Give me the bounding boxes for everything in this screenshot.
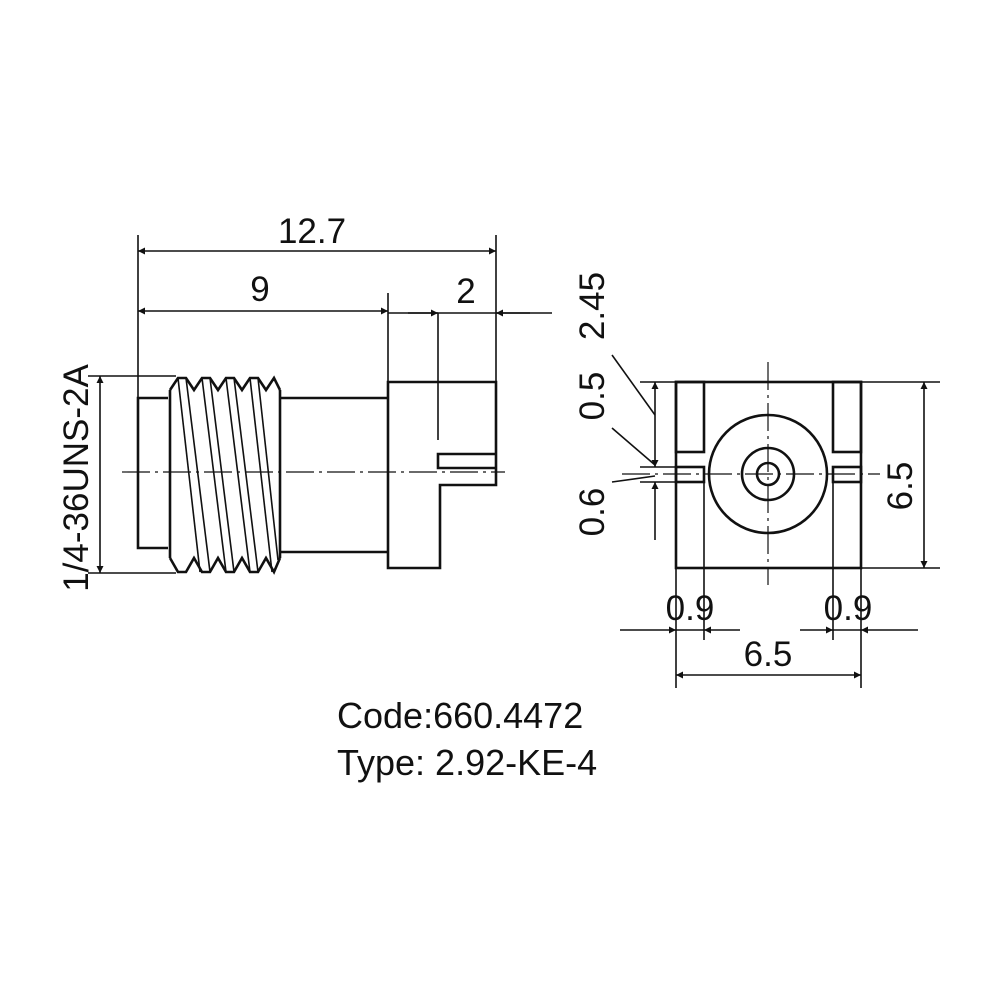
pin-top-right — [831, 380, 863, 454]
outer-conductor — [707, 413, 829, 535]
thread-section — [168, 375, 282, 575]
product-code: Code:660.4472 — [337, 695, 583, 736]
dim-06: 0.6 — [573, 488, 612, 537]
mount-flange — [386, 380, 498, 570]
dim-left-pin-width: 0.9 — [666, 589, 715, 628]
dim-right-pin-width: 0.9 — [824, 589, 873, 628]
pin-side-right — [831, 465, 863, 484]
connector-nose — [136, 396, 168, 550]
dim-body-length: 9 — [250, 270, 269, 309]
solder-pin-slot — [436, 452, 496, 470]
dim-width: 6.5 — [744, 635, 793, 674]
front-view: 6.5 6.5 0.9 0.9 2.45 0.5 0.6 — [573, 272, 940, 688]
dim-05: 0.5 — [573, 372, 612, 421]
product-type: Type: 2.92-KE-4 — [337, 742, 597, 783]
pin-side-left — [674, 465, 706, 484]
pin-top-left — [674, 380, 706, 454]
center-pin — [755, 461, 781, 487]
thread-spec-label: 1/4-36UNS-2A — [57, 364, 96, 592]
dim-flange-length: 2 — [456, 272, 475, 311]
dim-245: 2.45 — [573, 272, 612, 340]
side-view: 12.7 9 2 1/4-36UNS-2A — [57, 212, 552, 592]
connector-body — [280, 396, 388, 554]
dim-height: 6.5 — [881, 462, 920, 511]
dielectric — [740, 446, 796, 502]
dim-overall-length: 12.7 — [278, 212, 346, 251]
